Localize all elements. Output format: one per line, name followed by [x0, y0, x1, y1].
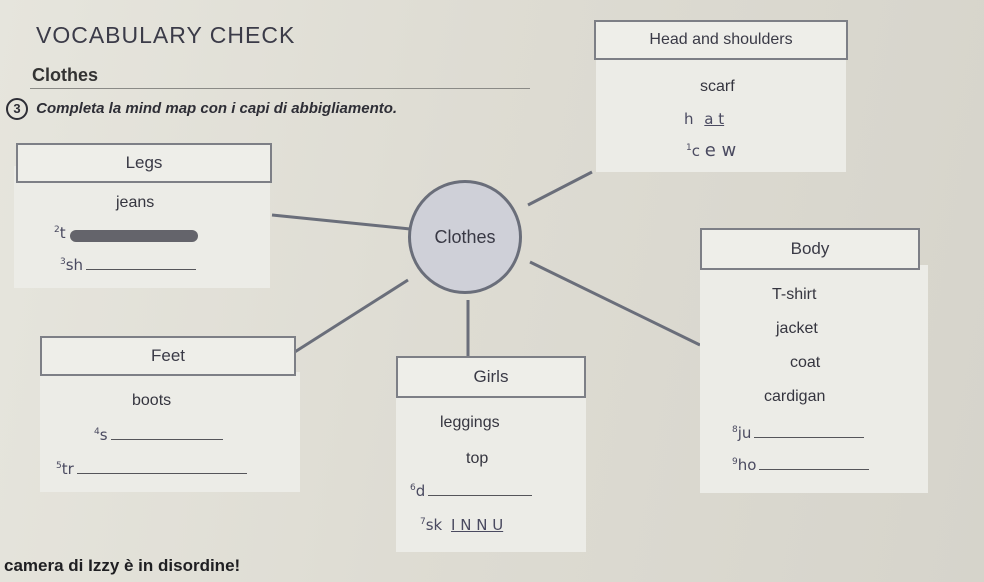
legs-label: Legs	[16, 143, 272, 183]
head-word-scarf: scarf	[700, 78, 735, 95]
feet-word-boots: boots	[132, 392, 172, 409]
section-rule	[30, 88, 530, 89]
answer-blank[interactable]	[86, 257, 197, 270]
item-prefix: sh	[65, 256, 84, 274]
feet-label: Feet	[40, 336, 296, 376]
body-word-jacket: jacket	[776, 320, 818, 337]
item-number: 9	[732, 457, 738, 467]
item-prefix: sk	[425, 516, 443, 534]
item-number: 8	[732, 425, 738, 435]
item-prefix: ho	[737, 456, 757, 474]
item-number: 3	[60, 257, 66, 267]
item-number: 7	[420, 517, 426, 527]
item-number: 4	[94, 427, 100, 437]
girls-label: Girls	[396, 356, 586, 398]
head-shoulders-label: Head and shoulders	[594, 20, 848, 60]
legs-item-2[interactable]: 2t	[54, 224, 66, 242]
item-number: 1	[686, 143, 692, 153]
center-clothes-circle: Clothes	[408, 180, 522, 294]
feet-item-5[interactable]: 5tr	[56, 460, 247, 478]
item-number: 5	[56, 461, 62, 471]
section-title: Clothes	[32, 65, 99, 85]
legs-item-3[interactable]: 3sh	[60, 256, 197, 274]
body-item-9[interactable]: 9ho	[732, 456, 870, 474]
item-answer: I N N U	[451, 516, 504, 534]
instruction-text: Completa la mind map con i capi di abbig…	[36, 100, 398, 117]
item-answer: e w	[704, 140, 737, 161]
head-item-1[interactable]: 1c e w	[686, 140, 736, 161]
body-word-tshirt: T-shirt	[772, 286, 817, 303]
girls-panel	[396, 392, 586, 552]
answer-blank[interactable]	[754, 425, 865, 438]
girls-item-7[interactable]: 7sk I N N U	[420, 516, 503, 534]
body-item-8[interactable]: 8ju	[732, 424, 865, 442]
girls-word-top: top	[466, 450, 489, 467]
exercise-number: 3	[6, 98, 28, 120]
head-shoulders-panel	[596, 54, 846, 172]
item-prefix: t	[59, 224, 66, 242]
body-word-coat: coat	[790, 354, 821, 371]
head-item-h[interactable]: h a t	[684, 110, 724, 128]
item-prefix: h	[684, 110, 694, 128]
item-prefix: tr	[61, 460, 74, 478]
exercise-instruction: 3 Completa la mind map con i capi di abb…	[6, 98, 397, 120]
footer-text: camera di Izzy è in disordine!	[4, 556, 241, 575]
girls-word-leggings: leggings	[440, 414, 500, 431]
answer-blank[interactable]	[759, 457, 870, 470]
legs-word-jeans: jeans	[116, 194, 155, 211]
item-prefix: s	[99, 426, 108, 444]
answer-blank[interactable]	[110, 427, 223, 440]
answer-blank[interactable]	[76, 461, 247, 474]
feet-panel	[40, 372, 300, 492]
feet-item-4[interactable]: 4s	[94, 426, 223, 444]
item-answer: a t	[704, 110, 725, 128]
answer-blank[interactable]	[428, 483, 533, 496]
body-word-cardigan: cardigan	[764, 388, 826, 405]
item-number: 2	[54, 225, 60, 235]
item-prefix: d	[415, 482, 426, 500]
legs-panel	[14, 166, 270, 288]
body-panel	[700, 265, 928, 493]
page-title: VOCABULARY CHECK	[36, 22, 296, 48]
body-label: Body	[700, 228, 920, 270]
girls-item-6[interactable]: 6d	[410, 482, 533, 500]
item-number: 6	[410, 483, 416, 493]
crossed-out-answer	[70, 230, 198, 242]
item-prefix: c	[691, 142, 700, 160]
item-prefix: ju	[737, 424, 752, 442]
